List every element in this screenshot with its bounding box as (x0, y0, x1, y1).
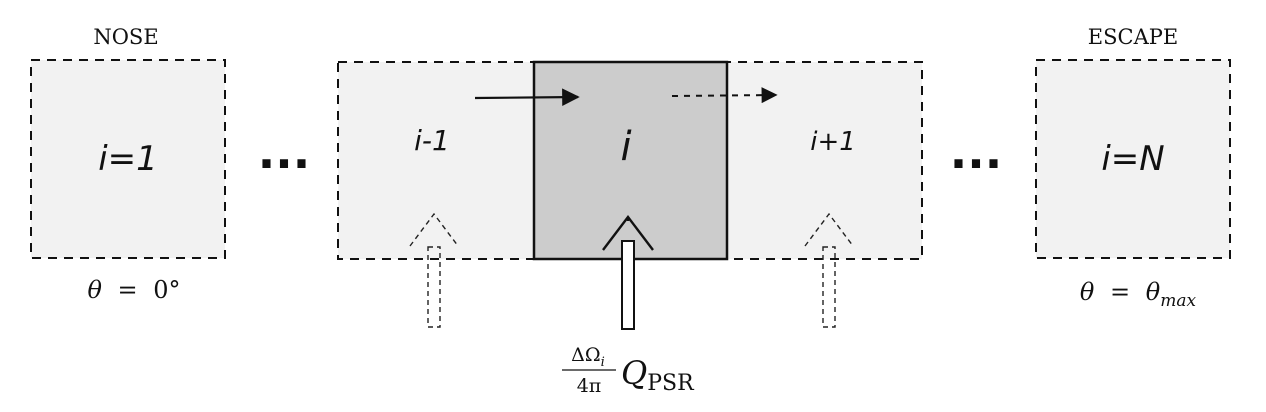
escape-angle-theta: θ (1080, 278, 1095, 306)
formula-symbol-main: Q (621, 354, 647, 392)
escape-cell (1035, 59, 1231, 259)
cell-prev (338, 62, 534, 259)
escape-cell-label: i=N (1101, 139, 1164, 179)
heat-input-formula: ΔΩi 4π QPSR (562, 344, 695, 397)
nose-angle-theta: θ (87, 276, 102, 304)
escape-angle-subscript: max (1160, 291, 1196, 311)
inflow-arrow (474, 88, 580, 106)
heat-arrow-current-shaft (621, 240, 635, 330)
outflow-arrow (671, 87, 778, 104)
formula-numerator: ΔΩi (571, 344, 605, 370)
nose-header: NOSE (93, 25, 158, 49)
formula-numerator-main: ΔΩ (571, 344, 600, 366)
heat-arrow-next (804, 212, 854, 328)
formula-denominator: 4π (577, 375, 602, 397)
cell-next (727, 62, 922, 259)
cell-next-label: i+1 (810, 127, 856, 157)
nose-angle-value: 0° (153, 276, 180, 304)
escape-angle-equals: = (1110, 278, 1130, 306)
heat-arrow-prev (409, 212, 459, 328)
nose-angle-equals: = (118, 276, 138, 304)
escape-angle-theta-sym: θ (1146, 278, 1161, 306)
nose-cell-label: i=1 (98, 139, 158, 179)
formula-symbol: QPSR (621, 354, 695, 396)
left-ellipsis: ... (258, 125, 310, 179)
formula-numerator-subscript: i (601, 355, 605, 370)
nose-cell (30, 59, 226, 259)
right-ellipsis: ... (950, 125, 1002, 179)
nose-angle-label: θ = 0° (87, 276, 180, 304)
escape-header: ESCAPE (1088, 25, 1178, 49)
cell-prev-label: i-1 (414, 124, 450, 157)
escape-angle-label: θ = θmax (1080, 278, 1197, 311)
heat-arrow-current (602, 215, 654, 251)
cell-current-label: i (620, 124, 631, 170)
formula-symbol-subscript: PSR (647, 371, 695, 396)
